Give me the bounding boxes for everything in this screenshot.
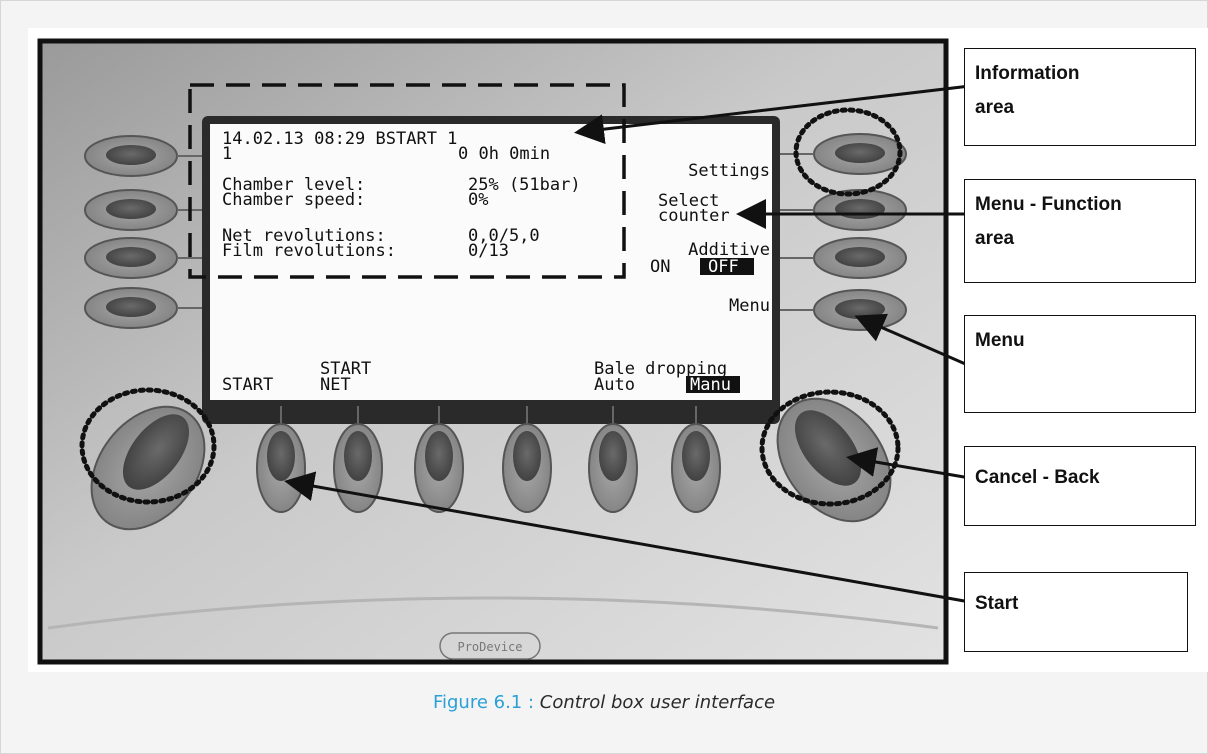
- menu-arrow: [854, 313, 971, 368]
- bale-dropping-label: Bale dropping: [594, 359, 727, 379]
- large-start-button-group: [79, 387, 217, 531]
- select-menu-label: Select: [658, 191, 719, 211]
- cancel-back-highlight-circle: [759, 389, 901, 507]
- chamber-speed-label: Chamber speed:: [222, 190, 365, 210]
- chamber-level-value: 25% (51bar): [468, 175, 581, 195]
- additive-off-highlight: [700, 258, 754, 275]
- net-label: NET: [320, 375, 351, 395]
- net-revolutions-value: 0,0/5,0: [468, 226, 540, 246]
- menu-function-area-callout: Menu - Function area: [964, 179, 1196, 283]
- lcd-screen: [210, 124, 772, 400]
- figure-caption: Figure 6.1 : Control box user interface: [0, 692, 1208, 713]
- lcd-datetime-line: 14.02.13 08:29 BSTART 1: [222, 129, 457, 149]
- settings-menu-label: Settings: [688, 161, 770, 181]
- cancel-back-button-group: [759, 389, 901, 523]
- menu-callout: Menu: [964, 315, 1196, 413]
- bottom-soft-buttons: [256, 406, 721, 513]
- control-box-diagram: ProDevice: [37, 38, 971, 665]
- start-callout: Start: [964, 572, 1188, 652]
- lcd-counter-line: 1: [222, 144, 232, 164]
- film-revolutions-label: Film revolutions:: [222, 241, 396, 261]
- information-area-callout: Information area: [964, 48, 1196, 146]
- chamber-level-label: Chamber level:: [222, 175, 365, 195]
- figure-image: ProDevice: [28, 28, 1208, 672]
- counter-menu-label: counter: [658, 206, 730, 226]
- cancel-back-callout: Cancel - Back: [964, 446, 1196, 526]
- lcd-time-value: 0 0h 0min: [458, 144, 550, 164]
- figure-caption-label: Figure 6.1 :: [432, 692, 540, 713]
- lcd-text: 14.02.13 08:29 BSTART 1 1 0 0h 0min Cham…: [222, 129, 770, 395]
- left-soft-buttons: [84, 135, 208, 329]
- start-label: START: [222, 375, 273, 395]
- additive-menu-label: Additive: [688, 240, 770, 260]
- net-revolutions-label: Net revolutions:: [222, 226, 386, 246]
- film-revolutions-value: 0/13: [468, 241, 509, 261]
- information-area-outline: [188, 83, 626, 279]
- callout-arrows: [284, 84, 971, 604]
- prodevice-logo-plate: [439, 632, 541, 660]
- prodevice-logo: ProDevice: [457, 640, 522, 654]
- additive-on-option: ON: [650, 257, 670, 277]
- start-net-top-label: START: [320, 359, 371, 379]
- bale-manu-option: Manu: [690, 375, 731, 395]
- bale-manu-highlight: [686, 376, 740, 393]
- chamber-speed-value: 0%: [468, 190, 488, 210]
- figure-caption-text: Control box user interface: [539, 692, 776, 713]
- settings-highlight-circle: [793, 107, 903, 197]
- bale-auto-option: Auto: [594, 375, 635, 395]
- start-highlight-circle: [79, 387, 217, 505]
- menu-menu-label: Menu: [729, 296, 770, 316]
- cancel-back-arrow: [846, 447, 971, 480]
- additive-off-option: OFF: [708, 257, 739, 277]
- start-arrow: [284, 471, 971, 604]
- information-area-arrow: [574, 84, 971, 145]
